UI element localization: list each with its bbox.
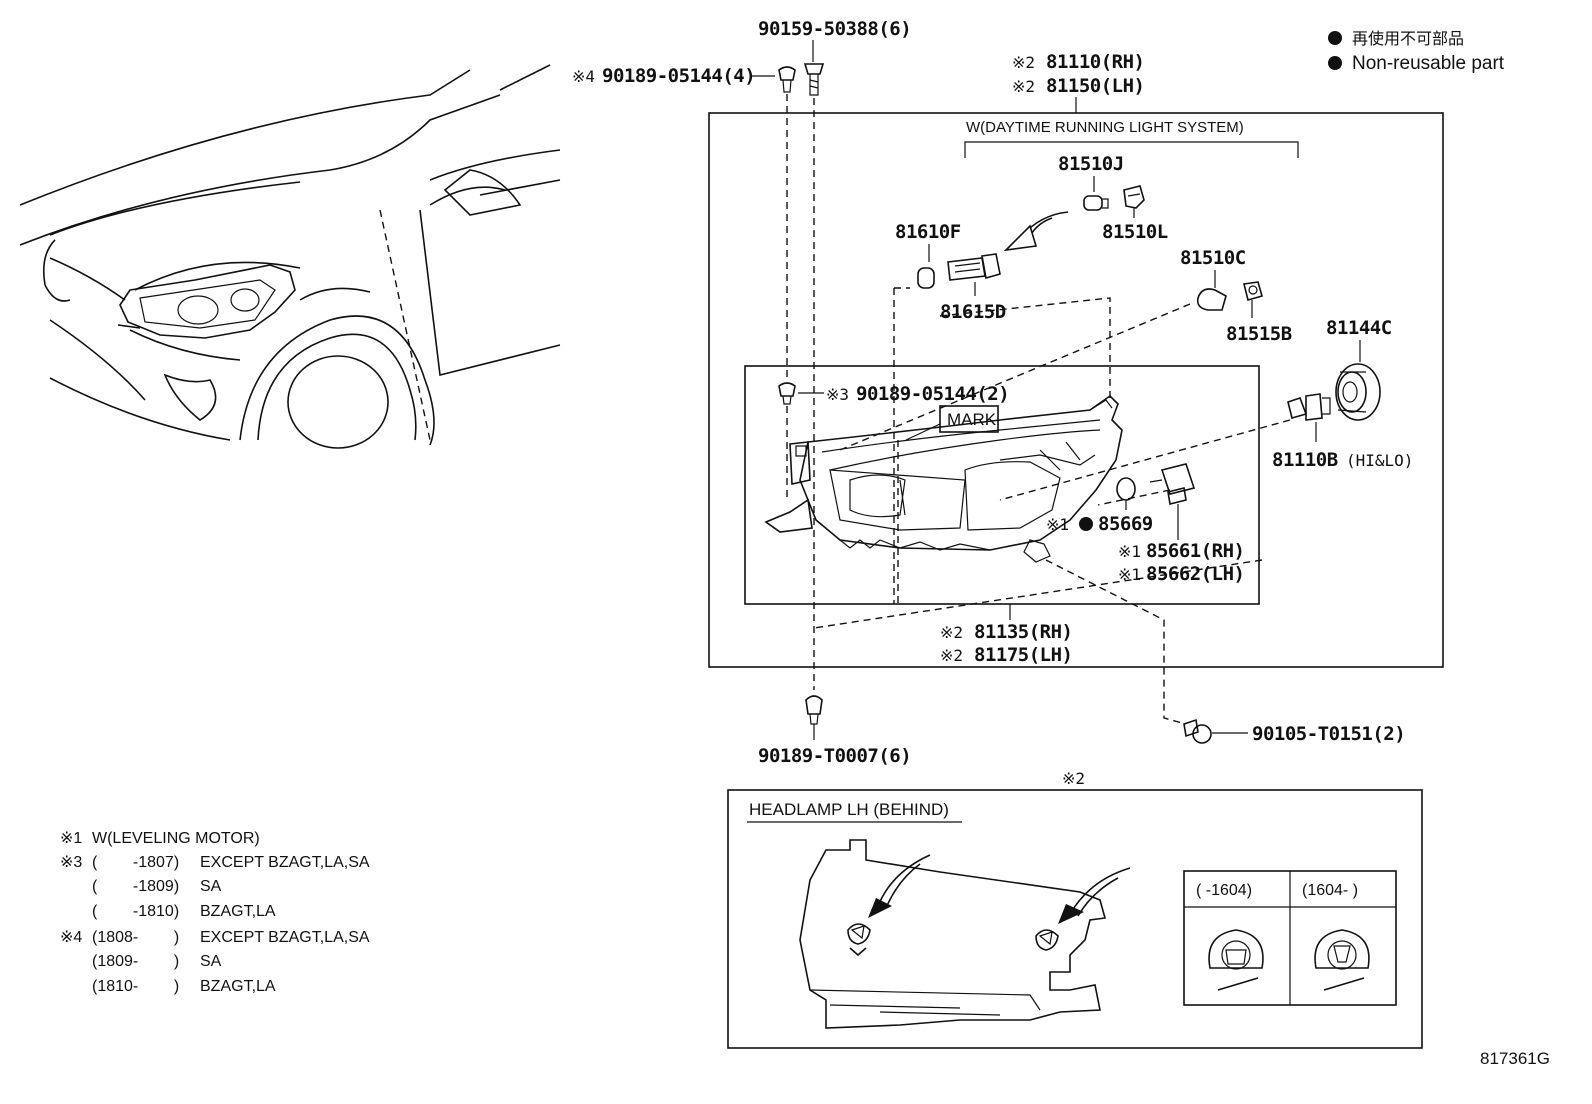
mark-box <box>939 405 999 433</box>
footnote-range: (1808- ) <box>92 929 179 946</box>
footnote-desc: BZAGT,LA <box>200 903 276 920</box>
footnote-text: W(LEVELING MOTOR) <box>92 830 260 847</box>
headlamp-rear-view <box>799 839 1107 1029</box>
label-90159-50388: 90159-50388(6) <box>758 18 911 40</box>
label-81150-lh: 81150(LH) <box>1046 75 1144 97</box>
footnote-range: ( -1809) <box>92 878 179 895</box>
socket-orientation-old-icon <box>1208 929 1264 991</box>
note-mark-3: ※3 <box>826 385 849 404</box>
footnote-desc: EXCEPT BZAGT,LA,SA <box>200 929 370 946</box>
non-reusable-dot-icon <box>1328 56 1342 70</box>
socket-orientation-new-icon <box>1314 929 1370 991</box>
footnote-range: (1810- ) <box>92 978 179 995</box>
footnote-range: ( -1810) <box>92 903 179 920</box>
non-reusable-dot-icon <box>1079 517 1093 531</box>
label-81110b: 81110B <box>1272 449 1338 471</box>
leveling-motor-icon <box>1149 463 1196 505</box>
label-81610f: 81610F <box>895 221 961 243</box>
label-81615d: 81615D <box>940 301 1006 323</box>
note-mark-1: ※1 <box>1046 515 1069 534</box>
headlamp-bulb-icon <box>1287 393 1331 421</box>
label-90189-05144-2: 90189-05144(2) <box>856 383 1009 405</box>
dust-cap-icon <box>1335 363 1381 421</box>
footnote-mark: ※4 <box>60 929 82 946</box>
label-90105-t0151: 90105-T0151(2) <box>1252 723 1405 745</box>
clip-icon <box>778 66 796 93</box>
headlamp-unit <box>764 394 1123 563</box>
label-90189-t0007: 90189-T0007(6) <box>758 745 911 767</box>
inset-title: HEADLAMP LH (BEHIND) <box>749 800 949 819</box>
socket-icon <box>1243 281 1263 301</box>
clip-icon <box>778 382 796 405</box>
footnote-mark: ※1 <box>60 830 82 847</box>
footnote-range: ( -1807) <box>92 854 179 871</box>
o-ring-icon <box>1116 477 1136 501</box>
label-81510l: 81510L <box>1102 221 1168 243</box>
label-81135-rh: 81135(RH) <box>974 621 1072 643</box>
label-81510j: 81510J <box>1058 153 1124 175</box>
table-col-before-1604: ( -1604) <box>1196 882 1252 899</box>
clip-icon <box>805 695 823 725</box>
non-reusable-dot-icon <box>1328 31 1342 45</box>
curved-arrow-icon <box>868 854 931 918</box>
bulb-icon <box>1083 195 1109 211</box>
note-mark-2: ※2 <box>940 623 963 642</box>
diagram-code: 817361G <box>1480 1049 1550 1068</box>
label-hi-lo: (HI&LO) <box>1346 451 1413 470</box>
bulb-icon <box>1196 288 1227 311</box>
curved-arrow-icon <box>1058 867 1131 924</box>
top-fasteners: 90159-50388(6) ※4 90189-05144(4) <box>572 18 912 690</box>
legend-english: Non-reusable part <box>1352 53 1505 74</box>
footnote-desc: SA <box>200 878 222 895</box>
vehicle-illustration <box>19 64 561 449</box>
label-81515b: 81515B <box>1226 323 1292 345</box>
note-mark-1: ※1 <box>1118 542 1141 561</box>
inset-box <box>727 789 1423 1049</box>
orientation-table: ( -1604) (1604- ) <box>1183 870 1397 1006</box>
note-mark-1: ※1 <box>1118 565 1141 584</box>
legend: 再使用不可部品 Non-reusable part <box>1328 30 1505 74</box>
footnote-range: (1809- ) <box>92 953 179 970</box>
drl-system-label: W(DAYTIME RUNNING LIGHT SYSTEM) <box>966 119 1244 136</box>
note-mark-2: ※2 <box>1012 77 1035 96</box>
note-mark-2: ※2 <box>1012 53 1035 72</box>
table-col-after-1604: (1604- ) <box>1302 882 1358 899</box>
label-81110-rh: 81110(RH) <box>1046 51 1144 73</box>
footnotes: ※1 W(LEVELING MOTOR) ※3 ( -1807) EXCEPT … <box>60 830 370 995</box>
direction-arrow-icon <box>1003 211 1069 252</box>
footnote-desc: EXCEPT BZAGT,LA,SA <box>200 854 370 871</box>
label-81175-lh: 81175(LH) <box>974 644 1072 666</box>
inset-note-mark: ※2 <box>1062 769 1085 788</box>
label-85669: 85669 <box>1098 513 1153 535</box>
bulb-icon <box>917 267 935 289</box>
label-85661-rh: 85661(RH) <box>1146 540 1244 562</box>
footnote-desc: BZAGT,LA <box>200 978 276 995</box>
assembly-box <box>708 112 1444 668</box>
note-mark-4: ※4 <box>572 67 595 86</box>
label-81510c: 81510C <box>1180 247 1246 269</box>
unit-box <box>744 365 1260 605</box>
footnote-desc: SA <box>200 953 222 970</box>
bolt-icon <box>1183 718 1212 744</box>
label-81144c: 81144C <box>1326 317 1392 339</box>
legend-japanese: 再使用不可部品 <box>1352 30 1464 48</box>
note-mark-2: ※2 <box>940 646 963 665</box>
label-85662-lh: 85662(LH) <box>1146 563 1244 585</box>
socket-icon <box>947 253 1001 281</box>
footnote-mark: ※3 <box>60 854 82 871</box>
socket-icon <box>1123 185 1145 209</box>
label-90189-05144-4: 90189-05144(4) <box>602 65 755 87</box>
screw-icon <box>803 63 825 96</box>
